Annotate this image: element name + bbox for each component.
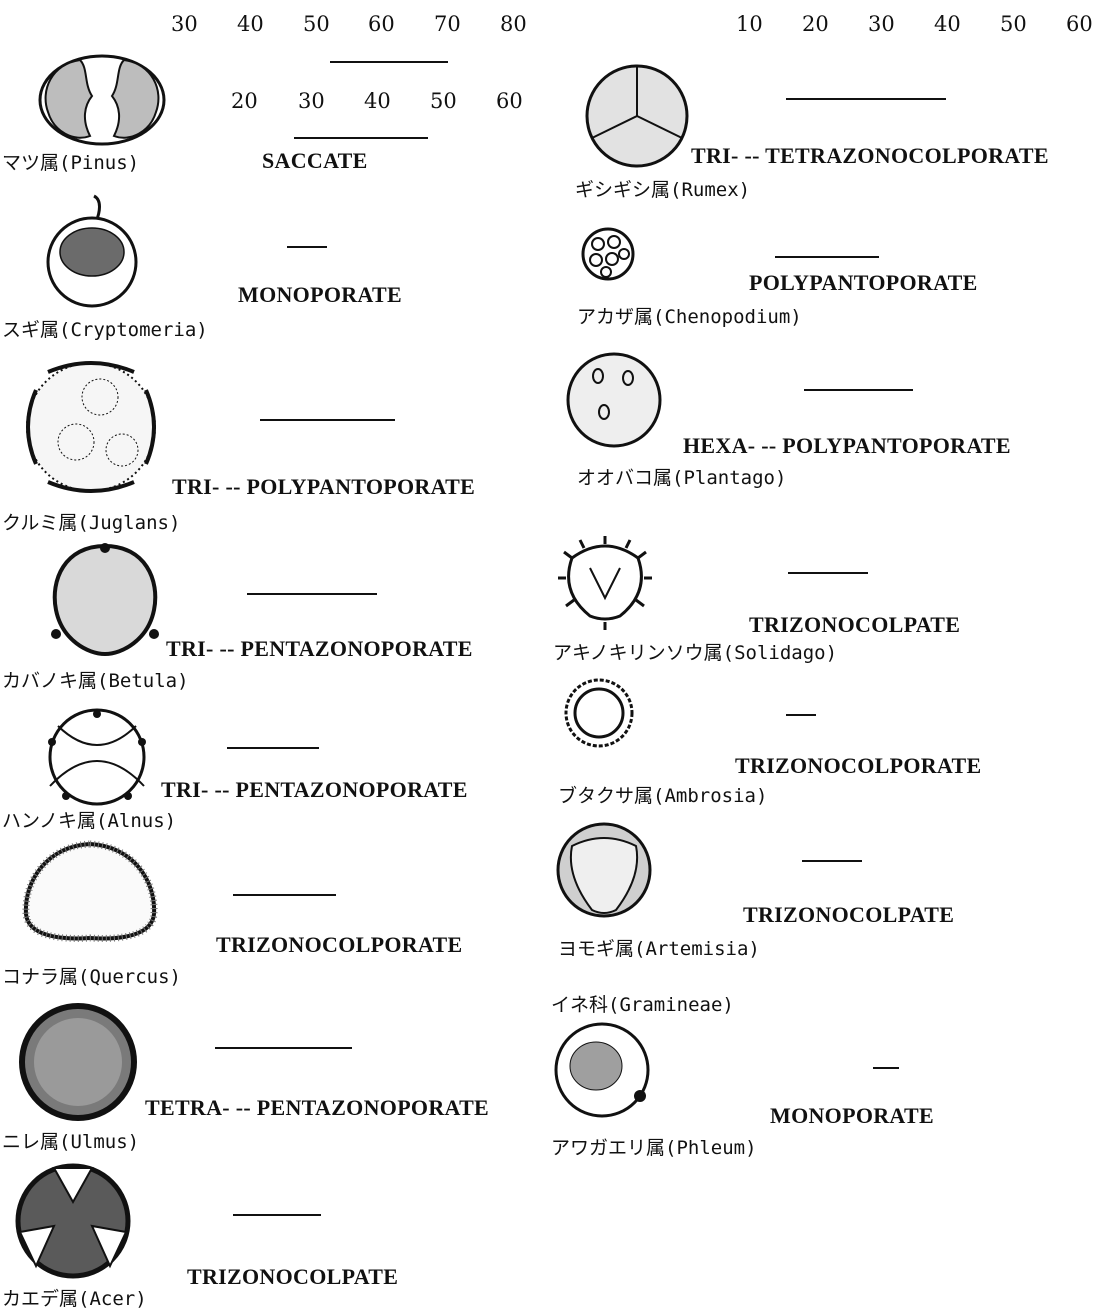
scale-bar (804, 389, 913, 391)
scale-bar (233, 894, 336, 896)
taxon-name: スギ属(Cryptomeria) (2, 315, 208, 342)
scale-bar (788, 572, 868, 574)
category-label: TETRA- -- PENTAZONOPORATE (145, 1095, 489, 1121)
category-label: POLYPANTOPORATE (749, 270, 978, 296)
betula-pollen-icon (40, 540, 170, 660)
scale-label: 40 (237, 12, 264, 36)
category-label: MONOPORATE (770, 1103, 934, 1129)
taxon-name: カバノキ属(Betula) (2, 666, 189, 693)
scale-bar (227, 747, 319, 749)
ulmus-pollen-icon (14, 1002, 142, 1122)
category-label: TRIZONOCOLPATE (187, 1264, 398, 1290)
scale-bar (260, 419, 395, 421)
scale-bar (215, 1047, 352, 1049)
family-label: イネ科(Gramineae) (551, 990, 734, 1017)
chenopodium-pollen-icon (580, 226, 636, 282)
scale-label: 30 (171, 12, 198, 36)
category-label: TRIZONOCOLPORATE (216, 932, 462, 958)
category-label: TRIZONOCOLPATE (749, 612, 960, 638)
scale-label: 40 (934, 12, 961, 36)
category-label: SACCATE (262, 148, 368, 174)
scale-label: 60 (1066, 12, 1093, 36)
juglans-pollen-icon (18, 352, 164, 502)
taxon-name: アワガエリ属(Phleum) (551, 1133, 757, 1160)
taxon-name: ギシギシ属(Rumex) (575, 175, 750, 202)
taxon-name: ハンノキ属(Alnus) (2, 806, 176, 833)
category-label: TRI- -- POLYPANTOPORATE (172, 474, 475, 500)
ambrosia-pollen-icon (562, 676, 636, 750)
scale-label: 10 (736, 12, 763, 36)
scale-label: 80 (500, 12, 527, 36)
scale-label: 70 (434, 12, 461, 36)
category-label: TRIZONOCOLPATE (743, 902, 954, 928)
category-label: HEXA- -- POLYPANTOPORATE (683, 433, 1011, 459)
rumex-pollen-icon (578, 62, 696, 170)
alnus-pollen-icon (30, 706, 164, 808)
scale-label: 40 (364, 89, 391, 113)
scale-label: 20 (231, 89, 258, 113)
artemisia-pollen-icon (554, 820, 654, 920)
taxon-name: クルミ属(Juglans) (2, 508, 180, 535)
plantago-pollen-icon (564, 350, 664, 450)
scale-label: 30 (298, 89, 325, 113)
scale-label: 60 (496, 89, 523, 113)
scale-label: 30 (868, 12, 895, 36)
category-label: TRI- -- TETRAZONOCOLPORATE (691, 143, 1049, 169)
scale-bar (775, 256, 879, 258)
category-label: TRI- -- PENTAZONOPORATE (161, 777, 468, 803)
scale-bar (786, 714, 816, 716)
taxon-name: コナラ属(Quercus) (2, 962, 181, 989)
taxon-name: ブタクサ属(Ambrosia) (558, 781, 767, 808)
quercus-pollen-icon (20, 840, 160, 944)
scale-label: 50 (430, 89, 457, 113)
category-label: TRIZONOCOLPORATE (735, 753, 981, 779)
solidago-pollen-icon (560, 538, 650, 624)
phleum-pollen-icon (552, 1020, 652, 1120)
scale-bar (294, 137, 428, 139)
taxon-name: ヨモギ属(Artemisia) (558, 934, 760, 961)
taxon-name: アキノキリンソウ属(Solidago) (553, 638, 837, 665)
scale-bar (287, 246, 327, 248)
pinus-pollen-icon (30, 50, 175, 150)
scale-label: 60 (368, 12, 395, 36)
acer-pollen-icon (14, 1162, 132, 1280)
taxon-name: オオバコ属(Plantago) (577, 463, 786, 490)
taxon-name: マツ属(Pinus) (2, 148, 139, 175)
cryptomeria-pollen-icon (34, 190, 149, 308)
taxon-name: カエデ属(Acer) (2, 1284, 147, 1311)
scale-label: 50 (1000, 12, 1027, 36)
taxon-name: ニレ属(Ulmus) (2, 1127, 139, 1154)
scale-bar (873, 1067, 899, 1069)
category-label: TRI- -- PENTAZONOPORATE (166, 636, 473, 662)
taxon-name: アカザ属(Chenopodium) (577, 302, 802, 329)
scale-label: 20 (802, 12, 829, 36)
scale-label: 50 (303, 12, 330, 36)
scale-bar (802, 860, 862, 862)
scale-bar (330, 61, 448, 63)
category-label: MONOPORATE (238, 282, 402, 308)
scale-bar (247, 593, 377, 595)
scale-bar (233, 1214, 321, 1216)
scale-bar (786, 98, 946, 100)
